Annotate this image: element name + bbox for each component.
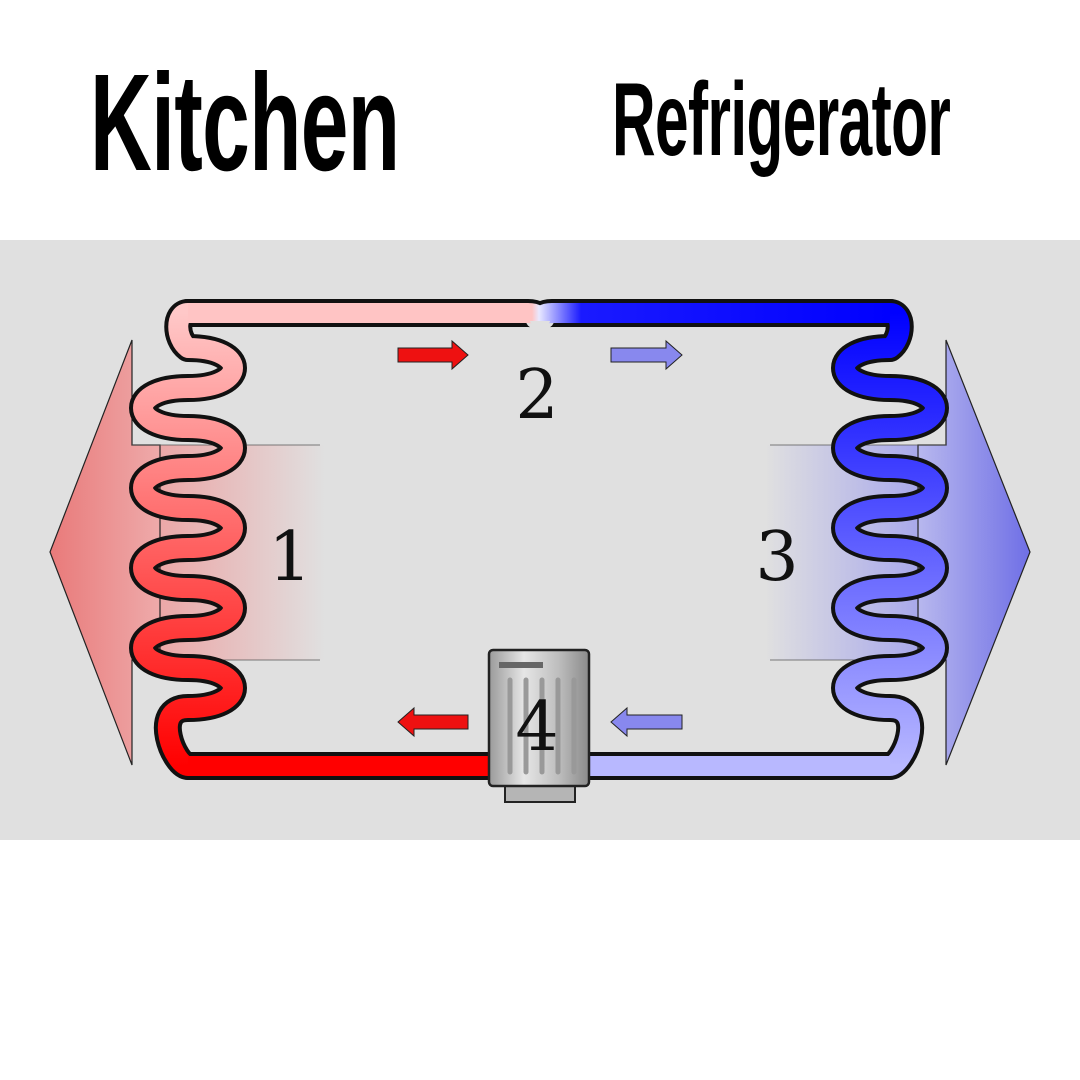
stage-label-4: 4 bbox=[515, 688, 558, 767]
kitchen-title: Kitchen bbox=[90, 46, 400, 200]
evaporator-coil bbox=[831, 299, 949, 780]
stage-label-1: 1 bbox=[268, 518, 311, 597]
flow-arrow-icon bbox=[397, 706, 469, 738]
flow-arrow-icon bbox=[610, 706, 683, 738]
flow-arrow-icon bbox=[397, 339, 469, 371]
cycle-svg: 1 2 3 4 bbox=[49, 299, 1031, 803]
condenser-coil bbox=[129, 299, 247, 780]
compressor-icon bbox=[487, 648, 591, 803]
flow-arrow-icon bbox=[610, 339, 683, 371]
stage-label-3: 3 bbox=[755, 518, 798, 597]
refrigeration-cycle-diagram: 1 2 3 4 bbox=[0, 240, 1080, 840]
refrigerator-title: Refrigerator bbox=[612, 62, 951, 178]
stage-label-2: 2 bbox=[515, 356, 558, 435]
expansion-pipe bbox=[174, 299, 904, 328]
